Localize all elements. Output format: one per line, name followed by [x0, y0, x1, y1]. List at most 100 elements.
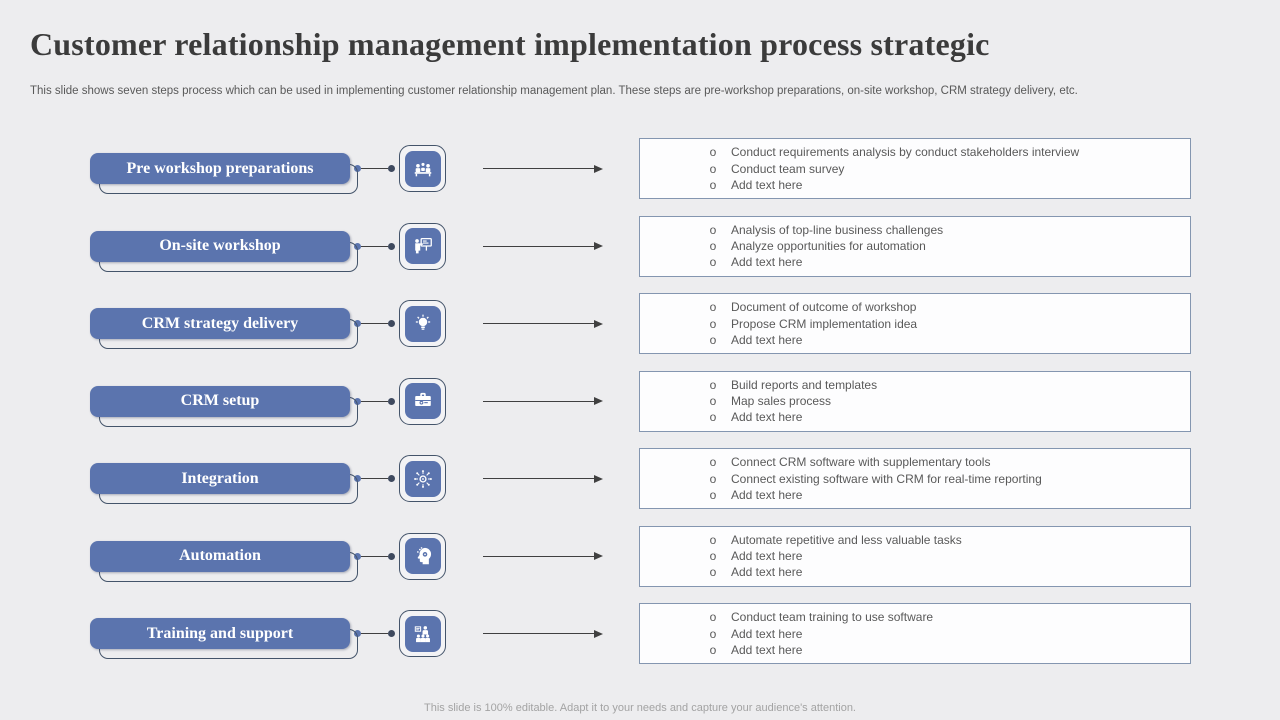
step-label: Automation — [179, 547, 261, 565]
bullet-text: Conduct requirements analysis by conduct… — [731, 145, 1080, 160]
page-title: Customer relationship management impleme… — [30, 26, 990, 62]
bullet-marker: o — [709, 455, 717, 470]
arrow-head — [593, 319, 603, 328]
list-item: o Add text here — [708, 626, 933, 642]
bullet-text: Add text here — [731, 410, 803, 425]
connector-dot — [354, 320, 361, 328]
connector-line — [361, 478, 388, 480]
step-icon-tile[interactable] — [399, 145, 446, 193]
connector-dot — [388, 475, 395, 483]
step-button-wrap: On-site workshop — [90, 230, 358, 272]
arrow-shaft — [482, 555, 595, 557]
connector — [350, 552, 399, 560]
toolbox-icon — [404, 383, 441, 420]
list-item: o Add text here — [708, 177, 1079, 193]
step-button-automation[interactable]: Automation — [90, 540, 350, 572]
step-button-crm-strategy[interactable]: CRM strategy delivery — [90, 308, 350, 340]
bullet-marker: o — [709, 394, 717, 409]
step-icon-tile[interactable] — [399, 610, 446, 658]
connector — [350, 165, 399, 173]
step-label: Pre workshop preparations — [126, 159, 314, 177]
bullet-marker: o — [709, 316, 717, 331]
arrow-right-icon — [446, 397, 639, 406]
step-label: CRM setup — [180, 392, 260, 410]
step-button-crm-setup[interactable]: CRM setup — [90, 385, 350, 417]
step-button-integration[interactable]: Integration — [90, 463, 350, 495]
bullet-marker: o — [709, 177, 717, 192]
step-icon-tile[interactable] — [399, 377, 446, 425]
bullet-text: Add text here — [731, 626, 803, 641]
bullet-marker: o — [709, 255, 717, 270]
connector-dot — [388, 552, 395, 560]
bullet-text: Add text here — [731, 565, 803, 580]
step-label: CRM strategy delivery — [141, 314, 299, 332]
bullet-marker: o — [709, 222, 717, 237]
connector-dot — [354, 242, 361, 250]
bullet-list: o Analysis of top-line business challenge… — [640, 222, 943, 271]
connector-line — [361, 555, 388, 557]
automation-head-icon — [404, 538, 441, 575]
presentation-icon — [404, 228, 441, 265]
step-icon-tile[interactable] — [399, 455, 446, 503]
bullet-marker: o — [709, 471, 717, 486]
connector — [350, 630, 399, 638]
connector-dot — [354, 552, 361, 560]
gear-network-icon — [404, 460, 441, 497]
connector-dot — [388, 242, 395, 250]
arrow-head — [593, 629, 603, 638]
bullet-text: Analysis of top-line business challenges — [731, 222, 944, 237]
list-item: o Add text here — [708, 409, 877, 425]
step-button-pre-workshop[interactable]: Pre workshop preparations — [90, 153, 350, 185]
bullet-marker: o — [709, 626, 717, 641]
step-button-onsite-workshop[interactable]: On-site workshop — [90, 230, 350, 262]
detail-box[interactable]: o Analysis of top-line business challenge… — [639, 215, 1191, 277]
bullet-marker: o — [709, 161, 717, 176]
step-icon-tile[interactable] — [399, 222, 446, 270]
process-rows: Pre workshop preparations o Conduct requi… — [0, 130, 1280, 673]
step-icon-tile[interactable] — [399, 300, 446, 348]
step-icon-tile[interactable] — [399, 532, 446, 580]
connector-line — [361, 400, 388, 402]
arrow-right-icon — [446, 629, 639, 638]
connector-line — [361, 633, 388, 635]
bullet-text: Add text here — [731, 177, 803, 192]
connector — [350, 475, 399, 483]
bullet-text: Add text here — [731, 255, 803, 270]
bullet-text: Document of outcome of workshop — [731, 300, 917, 315]
bullet-marker: o — [709, 410, 717, 425]
connector-dot — [354, 475, 361, 483]
bullet-text: Add text here — [731, 487, 803, 502]
step-label: Training and support — [146, 624, 294, 642]
arrow-head — [593, 552, 603, 561]
arrow-right-icon — [446, 319, 639, 328]
bullet-marker: o — [709, 565, 717, 580]
arrow-right-icon — [446, 164, 639, 173]
step-button-wrap: Integration — [90, 463, 358, 505]
step-button-training-support[interactable]: Training and support — [90, 618, 350, 650]
detail-box[interactable]: o Conduct requirements analysis by conduc… — [639, 138, 1191, 200]
